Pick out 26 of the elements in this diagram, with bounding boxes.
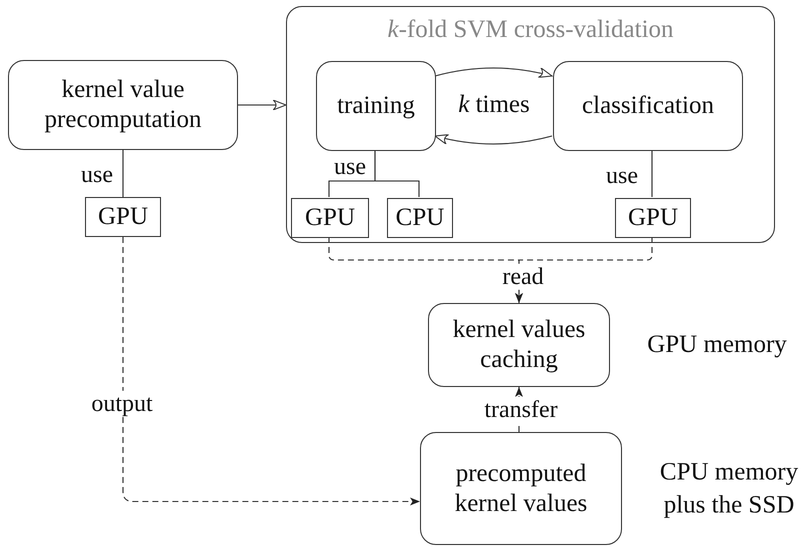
memory-label: CPU memory plus the SSD xyxy=(658,456,800,520)
node-label: CPU xyxy=(394,203,446,233)
node-label: training xyxy=(336,91,416,121)
node-label: GPU xyxy=(96,202,149,232)
node-label: GPU xyxy=(304,203,356,233)
connector-arrow xyxy=(515,237,653,303)
processor-box xyxy=(291,198,369,238)
node-label: kernel values caching xyxy=(452,315,586,375)
process-box xyxy=(553,61,743,151)
edge-label: read xyxy=(501,264,545,290)
node-label: classification xyxy=(581,91,715,121)
node-label: precomputed kernel values xyxy=(454,458,588,518)
processor-box xyxy=(85,197,161,237)
group-title: k-fold SVM cross-validation xyxy=(386,15,675,45)
process-box xyxy=(8,60,238,150)
loop-label: k times xyxy=(458,91,530,119)
connector-arrow xyxy=(122,237,420,506)
edge-label: output xyxy=(90,390,154,418)
memory-label: GPU memory xyxy=(646,330,788,360)
processor-box xyxy=(615,198,691,238)
processor-box xyxy=(387,198,453,238)
process-box xyxy=(316,61,436,151)
node-label: kernel value precomputation xyxy=(44,75,202,135)
edge-label: transfer xyxy=(483,396,559,424)
node-label: GPU xyxy=(626,203,679,233)
group-frame xyxy=(286,6,775,243)
